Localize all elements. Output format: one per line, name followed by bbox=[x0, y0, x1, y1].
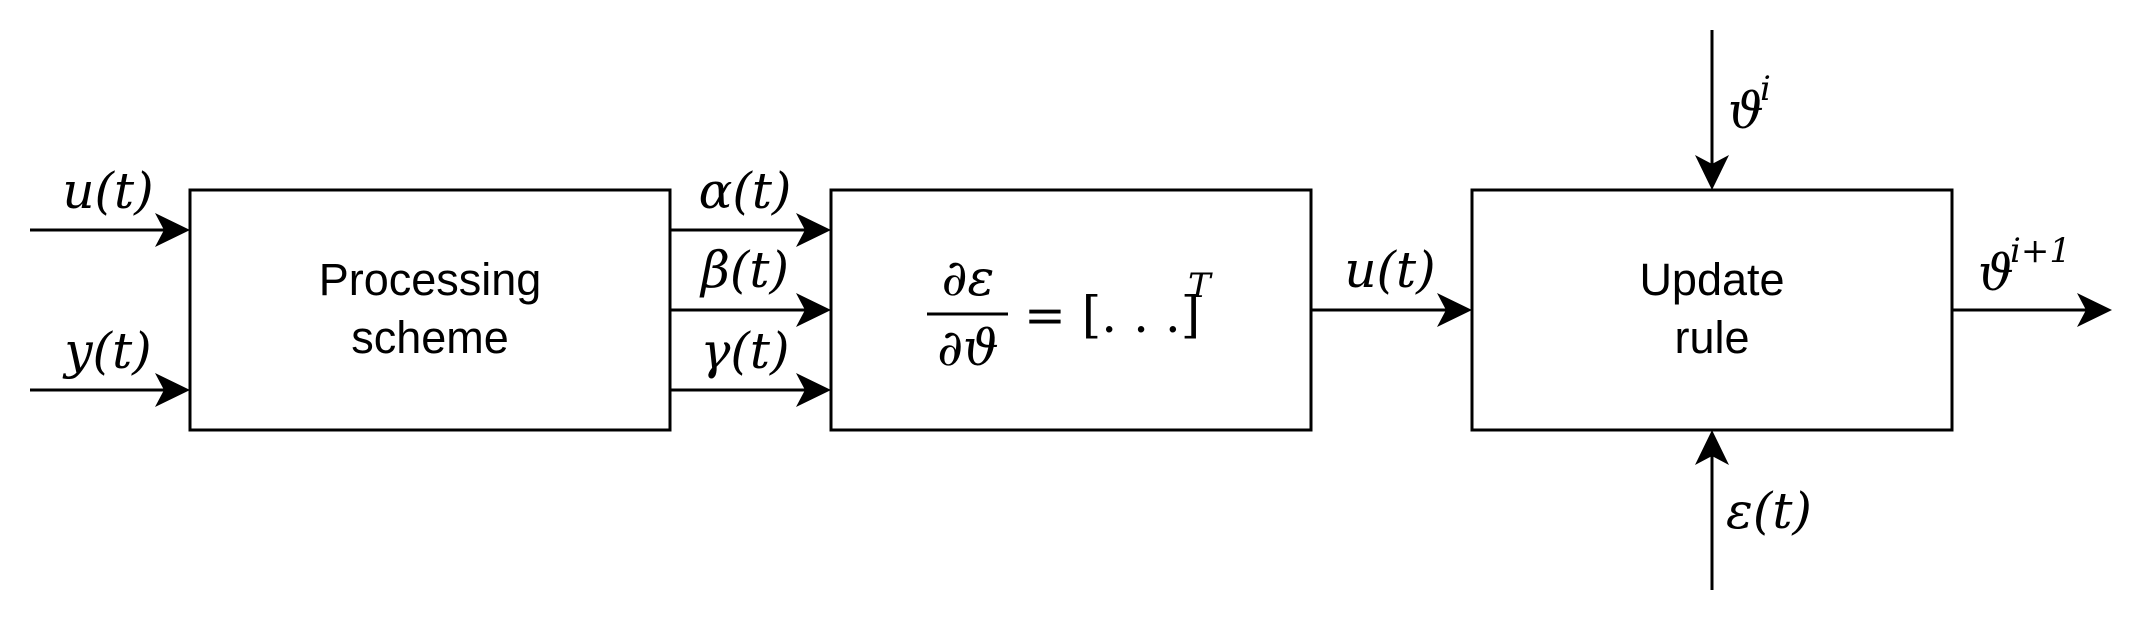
arrow-epsilon: ε(t) bbox=[1695, 430, 1812, 590]
label-theta-next-base: ϑ bbox=[1978, 244, 2014, 302]
gradient-rhs-superscript: T bbox=[1188, 266, 1213, 306]
arrow-alpha: α(t) bbox=[670, 162, 831, 247]
label-middle-u: u(t) bbox=[1344, 241, 1435, 299]
update-block-label-line1: Update bbox=[1639, 254, 1784, 305]
processing-block-label-line2: scheme bbox=[351, 312, 509, 363]
arrow-theta-next: ϑ i+1 bbox=[1952, 231, 2112, 327]
gradient-block: ∂ε ∂ϑ = [. . .] T bbox=[829, 188, 1313, 432]
arrow-theta-i: ϑ i bbox=[1695, 30, 1771, 190]
arrow-input-u: u(t) bbox=[30, 162, 190, 247]
processing-block-label-line1: Processing bbox=[319, 254, 542, 305]
update-block-label-line2: rule bbox=[1674, 312, 1749, 363]
label-input-y: y(t) bbox=[62, 322, 151, 380]
processing-scheme-block: Processing scheme bbox=[188, 188, 672, 432]
label-beta: β(t) bbox=[699, 241, 789, 299]
gradient-rhs: = [. . .] bbox=[1024, 286, 1200, 344]
label-theta-i-base: ϑ bbox=[1728, 82, 1764, 140]
gradient-numerator: ∂ε bbox=[942, 249, 995, 307]
label-epsilon: ε(t) bbox=[1726, 482, 1812, 540]
arrow-input-y: y(t) bbox=[30, 322, 190, 407]
arrow-gamma: γ(t) bbox=[670, 322, 831, 407]
arrow-beta: β(t) bbox=[670, 241, 831, 327]
arrow-middle-u: u(t) bbox=[1311, 241, 1472, 327]
label-input-u: u(t) bbox=[62, 162, 153, 220]
gradient-denominator: ∂ϑ bbox=[937, 319, 999, 377]
update-rule-block: Update rule bbox=[1470, 188, 1954, 432]
label-theta-i-sup: i bbox=[1760, 69, 1771, 109]
label-theta-next-sup: i+1 bbox=[2010, 231, 2071, 271]
label-alpha: α(t) bbox=[699, 162, 792, 220]
label-gamma: γ(t) bbox=[701, 322, 790, 380]
